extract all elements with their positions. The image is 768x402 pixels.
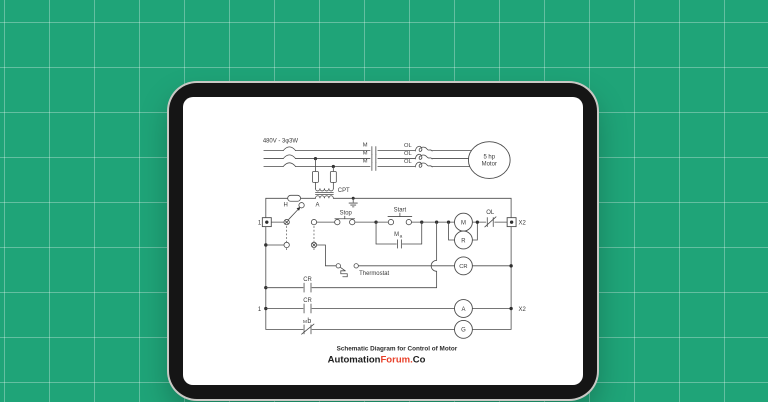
rung-main: 1 H (258, 202, 526, 252)
cr-contact-label: CR (303, 298, 312, 304)
phase-line-3: M OL (263, 159, 471, 171)
source-voltage-label: 480V - 3φ3W (263, 139, 299, 145)
tablet-device: 480V - 3φ3W M OL (169, 83, 597, 399)
overload-ol-label: OL (404, 159, 412, 165)
fuse-icon (329, 171, 337, 183)
overload-heater-icon (414, 145, 433, 152)
fuse-icon (312, 171, 319, 183)
cr-contact-label: CR (303, 277, 312, 283)
phase-line-1: M OL (263, 143, 472, 155)
thermal-element-icon (340, 270, 348, 278)
seal-in-m-label: M (394, 232, 399, 238)
disconnect-arc-icon (282, 154, 297, 159)
control-circuit: 1 H (258, 194, 526, 339)
terminal-x2-label: X2 (519, 221, 526, 227)
brand-forum: Forum (380, 355, 410, 366)
start-label: Start (394, 207, 407, 213)
control-fuse-icon (287, 194, 301, 202)
r-coil-branch: R (448, 221, 478, 250)
seal-in-a-subscript: a (400, 235, 403, 240)
contactor-m-label: M (363, 143, 368, 149)
overload-ol-label: OL (404, 143, 412, 149)
secondary-winding-icon (315, 195, 334, 199)
motor-symbol: 5 hp Motor (467, 141, 511, 179)
rung-g-coil: M b G (265, 318, 512, 339)
phase-line-2: M OL (263, 151, 470, 163)
brand-co: Co (413, 355, 426, 366)
a-coil-label: A (461, 307, 465, 313)
cpt-label: CPT (338, 188, 350, 194)
vertical-link-with-hop (430, 221, 438, 289)
overload-heater-icon (414, 153, 433, 160)
brand-dot: . (410, 355, 413, 366)
m-coil-label: M (461, 220, 466, 226)
thermostat-symbol: Thermostat (335, 263, 390, 278)
terminal-1-label: 1 (258, 307, 262, 313)
mb-contact-b-subscript: b (307, 318, 311, 325)
a-coil: A (454, 299, 473, 318)
tablet-screen: 480V - 3φ3W M OL (183, 97, 583, 385)
selector-arrow-icon (296, 206, 301, 211)
cr-coil: CR (454, 256, 473, 276)
caption: Schematic Diagram for Control of Motor A… (328, 346, 458, 366)
schematic-title: Schematic Diagram for Control of Motor (337, 346, 458, 353)
g-coil-label: G (461, 328, 466, 334)
auto-branch: Thermostat CR (264, 241, 513, 278)
ground-symbol-icon (348, 196, 358, 208)
g-coil: G (454, 320, 473, 339)
overload-contact-symbol: OL (484, 210, 497, 228)
terminal-1-label: 1 (258, 221, 262, 227)
selector-pivot-icon (298, 202, 305, 209)
thermostat-label: Thermostat (359, 271, 389, 277)
overload-contact-label: OL (486, 210, 495, 216)
seal-in-contact: M a (375, 221, 423, 249)
overload-ol-label: OL (404, 151, 412, 157)
rung-cr-contact: CR (264, 277, 438, 293)
primary-winding-icon (315, 187, 334, 192)
mb-contact-m-label: M (303, 319, 307, 325)
selector-switch: H A (284, 202, 319, 252)
cr-coil-label: CR (459, 264, 467, 270)
r-coil-label: R (461, 238, 466, 244)
overload-heater-icon (414, 161, 433, 168)
selector-hand-label: H (284, 203, 288, 209)
wire-hop-icon (430, 259, 438, 272)
disconnect-arc-icon (282, 162, 297, 167)
motor-control-schematic: 480V - 3φ3W M OL (258, 139, 526, 366)
disconnect-arc-icon (282, 146, 297, 152)
power-circuit: 480V - 3φ3W M OL (263, 139, 511, 199)
contactor-m-label: M (363, 151, 368, 157)
stop-button-symbol: Stop (334, 211, 356, 226)
motor-hp-label: 5 hp (483, 155, 495, 161)
rung-a-coil: 1 CR A X2 (258, 298, 526, 318)
brand-automation: Automation (328, 355, 381, 366)
cpt-transformer: CPT (312, 156, 350, 199)
m-coil: M (454, 212, 473, 232)
selector-auto-label: A (315, 203, 319, 209)
terminal-x2-label: X2 (519, 307, 526, 313)
stop-label: Stop (340, 211, 353, 217)
brand-wordmark: AutomationForum.Co (328, 355, 426, 366)
motor-circle-icon (467, 141, 511, 179)
contactor-m-label: M (363, 159, 368, 165)
motor-word-label: Motor (482, 162, 497, 168)
start-button-symbol: Start (387, 207, 413, 226)
